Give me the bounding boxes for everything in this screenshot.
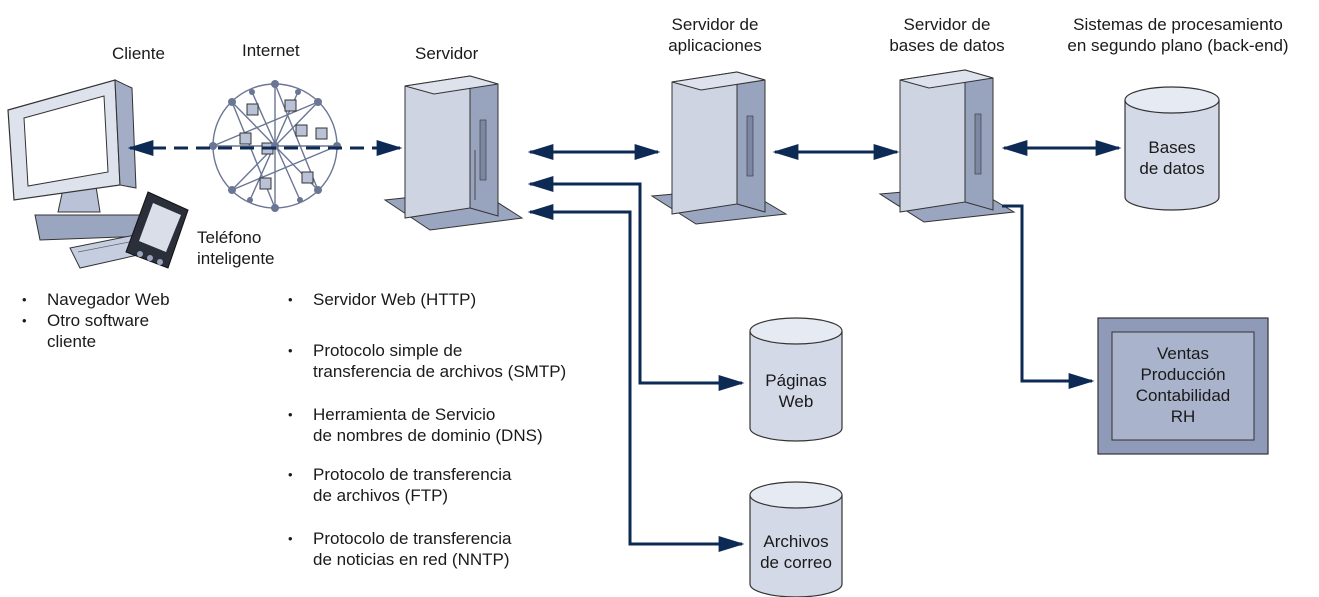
client-label: Cliente	[112, 44, 165, 63]
smartphone-icon	[125, 191, 189, 269]
mail-files-database-icon	[749, 481, 843, 597]
server-label: Servidor	[415, 44, 479, 63]
connectors	[127, 140, 1122, 552]
db-server-icon	[878, 69, 1016, 223]
dbserver-backend-arrow	[1002, 204, 1095, 389]
backend-database-icon	[1124, 86, 1220, 211]
web-pages-database-icon	[749, 317, 843, 442]
web-server-icon	[383, 75, 524, 231]
app-server-icon	[650, 71, 788, 225]
backend-systems-box	[1097, 317, 1269, 455]
internet-label: Internet	[242, 41, 300, 60]
server-mail-arrow	[527, 204, 745, 552]
list-item: Servidor Web (HTTP)	[284, 289, 476, 310]
server-services-list: Servidor Web (HTTP)	[284, 289, 476, 310]
list-item: Navegador Web	[18, 289, 170, 310]
